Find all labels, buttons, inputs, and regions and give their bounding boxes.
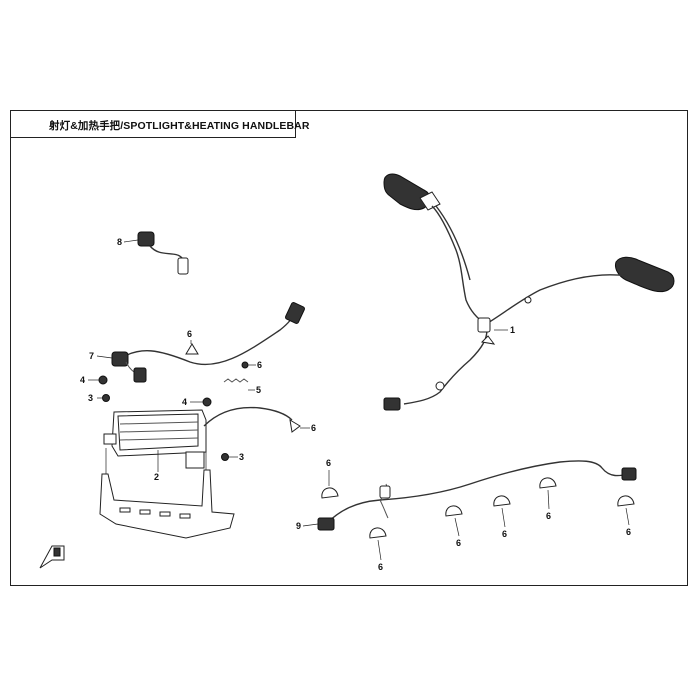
part-1-heated-grip-harness: [383, 173, 675, 411]
callout-6-lower-6: 6: [626, 527, 631, 537]
callout-6-lower-2: 6: [378, 562, 383, 572]
callout-3-left: 3: [88, 393, 93, 403]
part-6-nut-top: [241, 361, 256, 369]
callout-2: 2: [154, 472, 159, 482]
cable-clip-4: [493, 495, 511, 507]
callout-6-top: 6: [187, 329, 192, 339]
callout-1: 1: [510, 325, 515, 335]
callout-6-lower-5: 6: [546, 511, 551, 521]
part-9-lower-harness: [302, 460, 637, 531]
part-7-spotlight-harness: [96, 302, 305, 383]
part-2-light-bar: [103, 406, 301, 472]
callout-9: 9: [296, 521, 301, 531]
callout-4-left: 4: [80, 375, 85, 385]
cable-clip-top: [185, 340, 199, 355]
part-4-bolt-mid: [190, 397, 212, 407]
callout-4-mid: 4: [182, 397, 187, 407]
cable-clip-1: [321, 487, 339, 499]
light-bar-bracket: [99, 448, 235, 539]
diagram-title: 射灯&加热手把/SPOTLIGHT&HEATING HANDLEBAR: [49, 120, 310, 132]
part-4-bolt-left: [88, 375, 108, 385]
cable-clip-6: [617, 495, 635, 507]
front-arrow-icon: [39, 545, 65, 569]
cable-clip-3: [445, 505, 463, 517]
callout-3-right: 3: [239, 452, 244, 462]
callout-6-nut: 6: [257, 360, 262, 370]
part-3-screw-right: [221, 453, 238, 461]
part-3-screw-left: [97, 394, 110, 402]
callout-5: 5: [256, 385, 261, 395]
callout-7: 7: [89, 351, 94, 361]
title-box: [10, 110, 296, 138]
diagram-frame: [10, 110, 688, 586]
callout-6-lower-3: 6: [456, 538, 461, 548]
part-8-switch-harness: [123, 231, 189, 275]
part-5-spring: [223, 378, 255, 391]
callout-6-lower-1: 6: [326, 458, 331, 468]
callout-8: 8: [117, 237, 122, 247]
cable-clip-2: [369, 527, 387, 539]
callout-6-clip: 6: [311, 423, 316, 433]
cable-clip-5: [539, 477, 557, 489]
callout-6-lower-4: 6: [502, 529, 507, 539]
